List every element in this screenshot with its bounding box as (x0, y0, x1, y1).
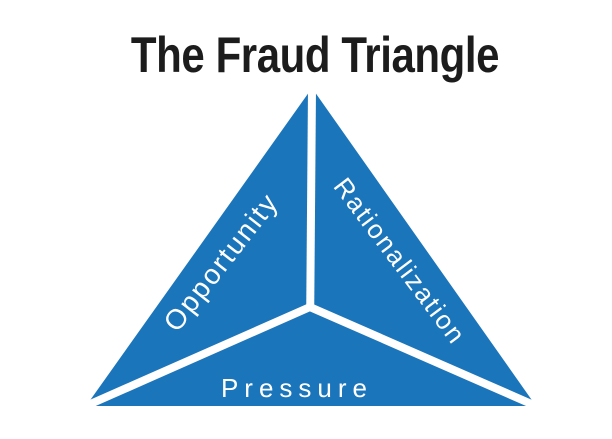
label-pressure: Pressure (221, 373, 373, 403)
divider-line-bottom-left (66, 301, 316, 418)
divider-line-apex (306, 75, 317, 312)
divider-line-bottom-right (304, 301, 556, 418)
page-title: The Fraud Triangle (130, 27, 500, 83)
